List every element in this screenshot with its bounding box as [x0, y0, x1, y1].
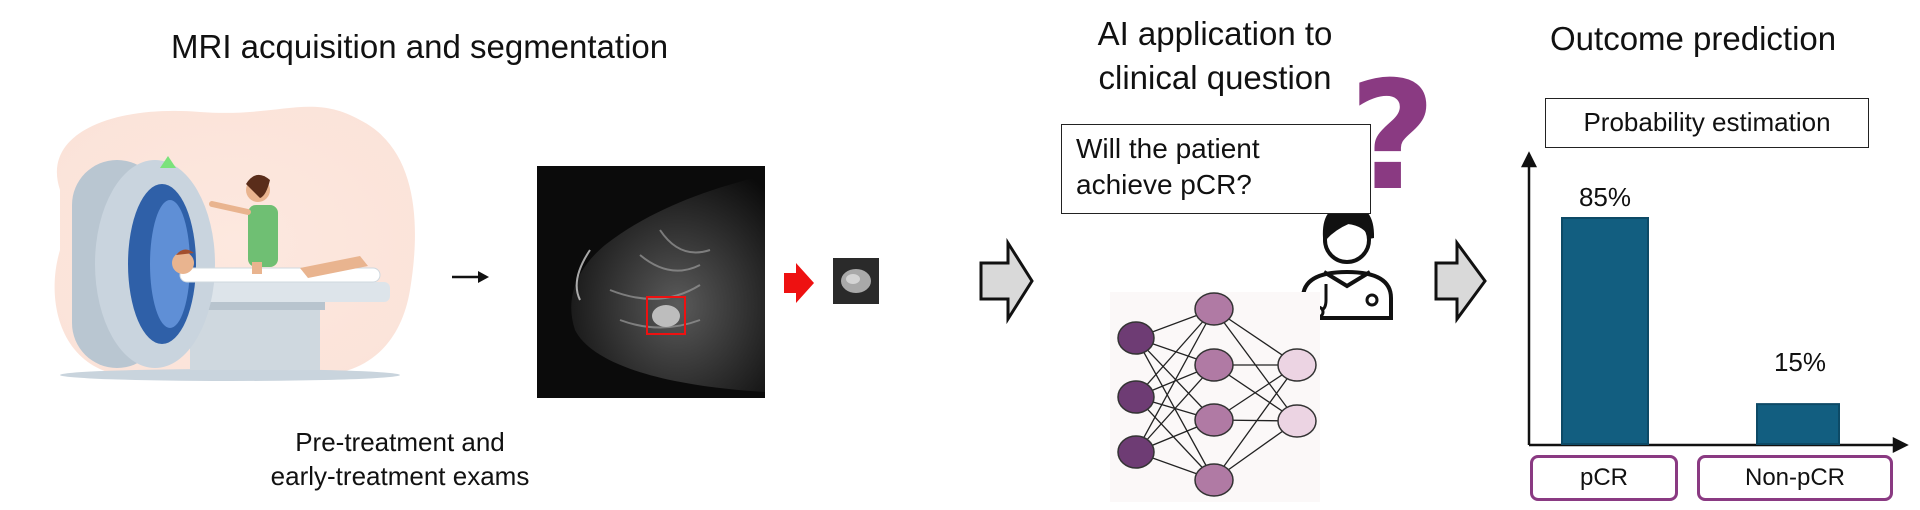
question-line-1: Will the patient — [1076, 133, 1260, 164]
category-label-non-pcr: Non-pCR — [1697, 455, 1893, 501]
chart-bars — [1561, 217, 1840, 445]
exam-caption-line-2: early-treatment exams — [270, 461, 530, 491]
bar-value-label-non-pcr: 15% — [1773, 347, 1827, 377]
tumor-roi-box — [646, 296, 686, 335]
neural-network-illustration — [1110, 292, 1320, 502]
outcome-section-title: Outcome prediction — [1550, 20, 1837, 57]
block-arrow-icon-1 — [979, 237, 1034, 325]
bar-pcr — [1561, 217, 1649, 445]
question-mark-icon: ? — [1349, 50, 1437, 224]
red-arrow-icon — [784, 263, 814, 303]
mri-section-title: MRI acquisition and segmentation — [171, 28, 669, 65]
ai-title-line-2: clinical question — [1098, 59, 1332, 96]
bar-non-pcr — [1756, 403, 1840, 445]
probability-estimation-box: Probability estimation — [1545, 98, 1869, 148]
clinical-question-box: Will the patient achieve pCR? — [1061, 124, 1371, 214]
tumor-crop-image — [833, 258, 879, 304]
question-line-2: achieve pCR? — [1076, 169, 1252, 200]
ai-section-title: AI application to clinical question — [1050, 12, 1380, 100]
exam-caption-line-1: Pre-treatment and — [295, 427, 505, 457]
mri-scanner-illustration — [54, 106, 415, 381]
block-arrow-icon-2 — [1434, 238, 1487, 324]
doctor-icon — [1301, 203, 1393, 320]
category-label-pcr: pCR — [1530, 455, 1678, 501]
mri-scan-image — [537, 166, 765, 398]
bar-value-label-pcr: 85% — [1578, 182, 1632, 212]
ai-title-line-1: AI application to — [1097, 15, 1333, 52]
exam-caption: Pre-treatment and early-treatment exams — [240, 425, 560, 493]
arrow-right-icon — [452, 271, 489, 283]
